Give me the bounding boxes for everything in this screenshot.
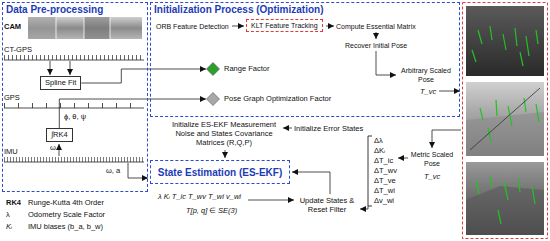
- text-label: Arbitrary Scaled Pose: [398, 66, 454, 84]
- range-factor-diamond: Range Factor: [206, 62, 269, 76]
- rk4-box: ∫RK4: [46, 128, 73, 142]
- error-state-bracket: [368, 136, 372, 206]
- camera-strip: [28, 17, 142, 39]
- node-label: KLT Feature Tracking: [251, 22, 318, 29]
- state-estimation-box: State Estimation (ES-EKF): [150, 160, 290, 184]
- text-label: ORB Feature Detection: [156, 22, 229, 31]
- text-label: ϕ, θ, ψ: [64, 112, 86, 121]
- camera-image: [466, 162, 544, 235]
- text-label: RK4: [6, 198, 21, 207]
- feature-tracks: [472, 26, 539, 224]
- text-label: Initialize Error States: [294, 124, 363, 133]
- text-label: T[p, q] ∈ SE(3): [186, 206, 237, 215]
- text-label: CT-GPS: [4, 45, 32, 54]
- text-label: GPS: [4, 93, 20, 102]
- klt-tracking-box: KLT Feature Tracking: [246, 19, 323, 32]
- text-label: ΔT_wv: [374, 166, 397, 175]
- panel-title: Initialization Process (Optimization): [154, 4, 323, 16]
- text-label: λ: [6, 210, 10, 219]
- imu-timeline: [4, 157, 144, 162]
- text-label: T_vc: [424, 172, 440, 181]
- text-label: CAM: [4, 22, 21, 31]
- text-label: IMU biases (b_a, b_w): [28, 222, 103, 231]
- node-label: State Estimation (ES-EKF): [158, 167, 282, 178]
- text-label: Odometry Scale Factor: [28, 210, 105, 219]
- image-panel: [463, 3, 548, 239]
- connector: [81, 69, 206, 83]
- text-label: ΔKᵢ: [374, 146, 385, 155]
- camera-image: [466, 6, 544, 76]
- text-label: T_vc: [420, 87, 436, 96]
- text-label: Recover Initial Pose: [345, 41, 407, 50]
- text-label: ω, a: [106, 166, 120, 175]
- text-label: Initialize ES-EKF Measurement Noise and …: [168, 120, 280, 147]
- text-label: Metric Scaled Pose: [410, 150, 454, 168]
- text-label: Δv_wi: [374, 196, 394, 205]
- node-label: ∫RK4: [51, 130, 68, 139]
- text-label: ΔT_wi: [374, 186, 395, 195]
- text-label: Δλ: [374, 136, 383, 145]
- text-label: ΔT_ic: [374, 156, 393, 165]
- text-label: Kᵢ: [6, 222, 12, 231]
- gps-timeline: [4, 103, 144, 108]
- text-label: Compute Essential Matrix: [336, 22, 416, 31]
- text-label: Runge-Kutta 4th Order: [28, 198, 104, 207]
- text-label: ΔT_ve: [374, 176, 396, 185]
- text-label: Update States & Reset Filter: [296, 196, 358, 214]
- panel-title: Data Pre-processing: [6, 4, 103, 16]
- diamond-shape: [207, 63, 220, 76]
- factor-diamond: [206, 62, 220, 76]
- pose-graph-factor-diamond: Pose Graph Optimization Factor: [206, 92, 331, 106]
- spline-fit-box: Spline Fit: [40, 76, 81, 90]
- text-label: ω: [50, 143, 56, 152]
- node-label: Range Factor: [224, 64, 269, 73]
- preprocessing-panel: Data Pre-processingSpline Fit ∫RK4: [2, 2, 148, 192]
- ct-gps-timeline: [4, 55, 144, 60]
- initialization-panel: Initialization Process (Optimization) KLT…: [150, 2, 460, 117]
- diamond-shape: [207, 93, 220, 106]
- node-label: Pose Graph Optimization Factor: [224, 94, 331, 103]
- text-label: λ Kᵢ T_ic T_wv T_wi v_wi: [158, 192, 241, 201]
- camera-image: [466, 82, 544, 156]
- text-label: IMU: [4, 147, 18, 156]
- factor-diamond: [206, 92, 220, 106]
- node-label: Spline Fit: [45, 78, 76, 87]
